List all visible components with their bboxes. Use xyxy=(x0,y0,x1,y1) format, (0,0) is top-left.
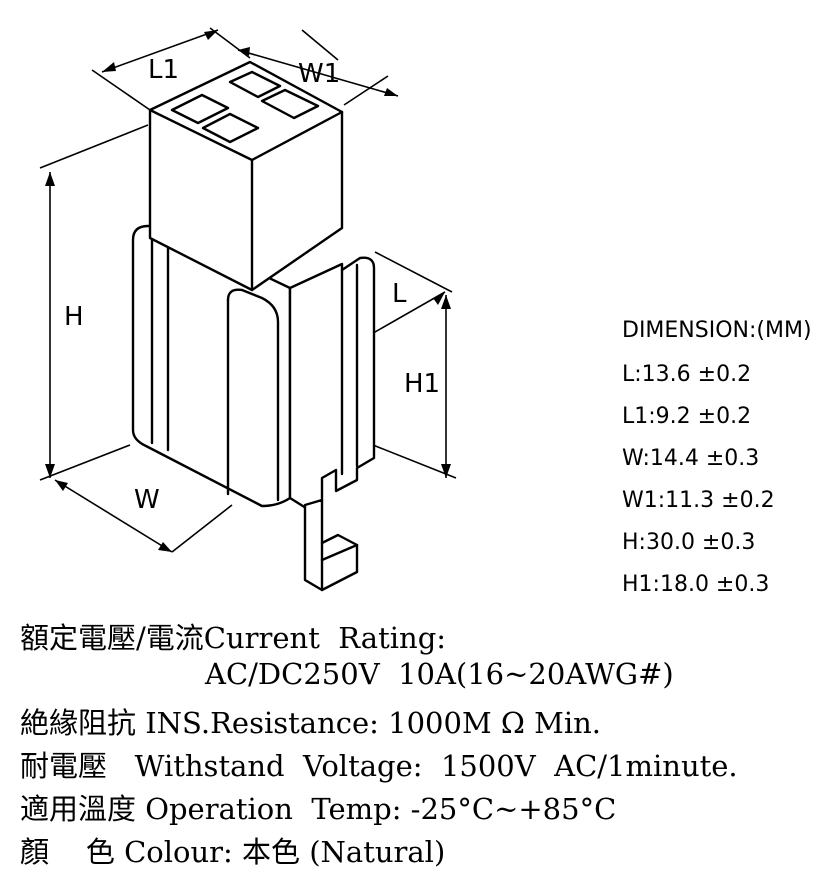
spec-operation-temp: 適用溫度 Operation Temp: -25°C~+85°C xyxy=(20,792,617,826)
arrow-head xyxy=(441,295,451,309)
dimension-h: H:30.0 ±0.3 xyxy=(622,530,756,555)
label-w1: W1 xyxy=(298,59,340,89)
arrow-head xyxy=(102,62,116,72)
w1-extension-right xyxy=(343,75,389,106)
w-dimension-line xyxy=(54,479,173,553)
arrow-head xyxy=(441,464,451,478)
h-extension-bottom xyxy=(39,444,131,481)
arrow-head xyxy=(158,542,172,552)
cavity xyxy=(228,70,282,99)
label-l1: L1 xyxy=(148,55,179,85)
spec-colour: 顏 色 Colour: 本色 (Natural) xyxy=(20,835,446,869)
label-h1: H1 xyxy=(404,369,440,399)
spec-withstand-voltage: 耐電壓 Withstand Voltage: 1500V AC/1minute. xyxy=(20,749,738,783)
l1-extension-left xyxy=(91,69,151,111)
terminal-tab xyxy=(303,498,359,592)
arrow-head xyxy=(55,480,68,491)
label-l: L xyxy=(392,279,407,309)
dimension-title: DIMENSION:(MM) xyxy=(622,318,812,343)
arrow-head xyxy=(238,47,250,56)
label-h: H xyxy=(64,302,84,332)
cavity xyxy=(201,112,260,144)
spec-insulation: 絶緣阻抗 INS.Resistance: 1000M Ω Min. xyxy=(20,706,601,740)
cavity xyxy=(170,93,230,125)
top-block-edge xyxy=(148,108,254,162)
arrow-head xyxy=(384,88,398,96)
l-extension xyxy=(374,251,453,293)
dimension-w: W:14.4 ±0.3 xyxy=(622,446,760,471)
dimension-w1: W1:11.3 ±0.2 xyxy=(622,488,775,513)
h-extension-top xyxy=(39,124,149,169)
terminal-edge xyxy=(320,543,359,562)
arrow-head xyxy=(45,172,55,186)
arrow-head xyxy=(433,292,445,305)
w1-extension-left xyxy=(301,29,339,61)
cavity xyxy=(260,88,320,120)
l1-dimension-line xyxy=(101,29,219,73)
dimension-l1: L1:9.2 ±0.2 xyxy=(622,404,752,429)
w1-dimension-line xyxy=(237,49,399,97)
w-extension xyxy=(171,504,233,553)
housing-right-face xyxy=(288,256,376,510)
housing-rounded-lobe xyxy=(226,288,280,502)
label-w: W xyxy=(134,485,160,515)
spec-current-rating: 額定電壓/電流Current Rating: xyxy=(20,621,447,655)
l1-extension-right xyxy=(209,27,251,59)
spec-current-rating-value: AC/DC250V 10A(16~20AWG#) xyxy=(205,657,674,691)
housing-left-face xyxy=(131,224,292,508)
dimension-l: L:13.6 ±0.2 xyxy=(622,362,752,387)
h1-extension-bottom xyxy=(372,444,457,479)
arrow-head xyxy=(204,30,218,40)
arrow-head xyxy=(45,464,55,478)
dimension-h1: H1:18.0 ±0.3 xyxy=(622,572,770,597)
connector-isometric-drawing: L1 W1 H L H1 W xyxy=(39,27,457,592)
top-block-edge xyxy=(250,110,344,162)
